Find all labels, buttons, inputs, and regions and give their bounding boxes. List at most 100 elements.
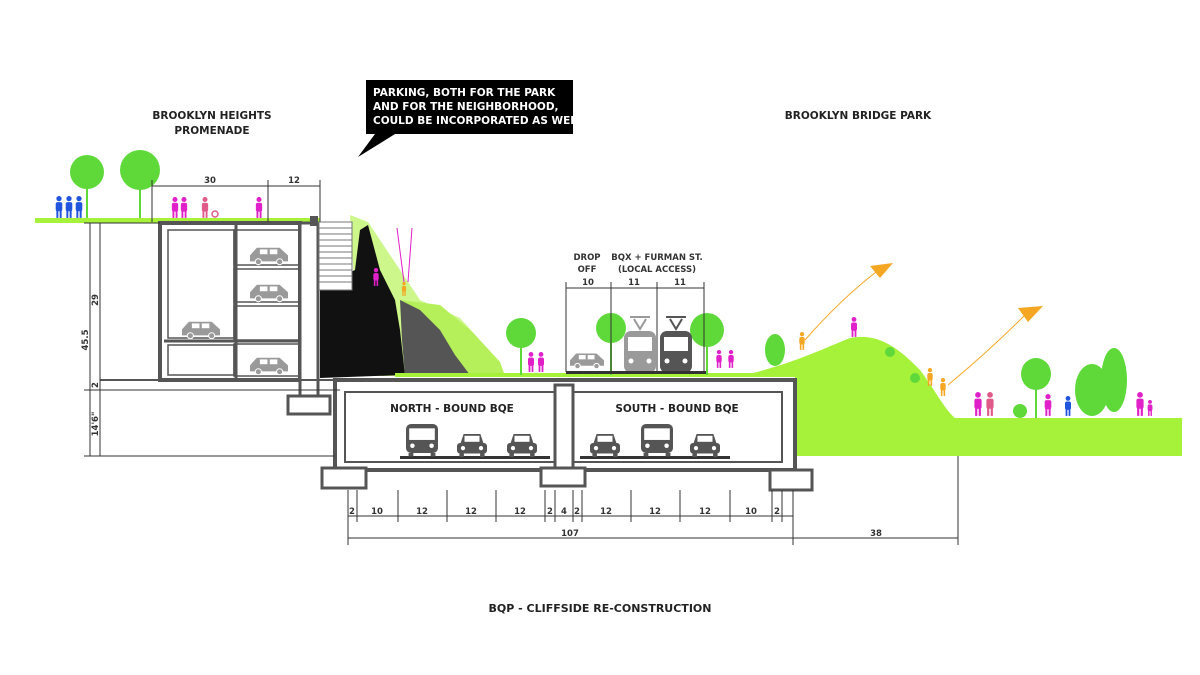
dim-bqx-11a: 11 <box>628 278 640 288</box>
car-garage-4 <box>250 357 288 376</box>
bqx-label-line-1: BQX + FURMAN ST. <box>611 253 703 263</box>
dim-lane-9: 12 <box>600 507 612 517</box>
car-south-1 <box>590 434 620 458</box>
dim-lane-6: 2 <box>547 507 553 517</box>
wall-footing <box>286 394 332 416</box>
bqx-label-line-2: (LOCAL ACCESS) <box>618 265 696 275</box>
person-elder-2 <box>986 392 994 416</box>
bush-1 <box>885 347 895 357</box>
stair-hatch <box>318 221 353 291</box>
person-hill-top <box>851 317 857 337</box>
park-label: BROOKLYN BRIDGE PARK <box>785 110 932 122</box>
dim-bqx-11b: 11 <box>674 278 686 288</box>
dim-lane-12: 10 <box>745 507 757 517</box>
promenade-label-line-1: BROOKLYN HEIGHTS <box>152 110 271 122</box>
person-child <box>1147 400 1153 416</box>
diagram-caption: BQP - CLIFFSIDE RE-CONSTRUCTION <box>489 602 712 615</box>
dim-lane-3: 12 <box>416 507 428 517</box>
bus-south <box>641 424 673 457</box>
callout-line-3: COULD BE INCORPORATED AS WELL <box>373 115 584 127</box>
dim-lane-5: 12 <box>514 507 526 517</box>
tunnel-vehicles <box>406 424 720 458</box>
stroller-icon <box>211 210 219 218</box>
swing-rope <box>396 227 405 283</box>
retaining-wall <box>298 221 320 400</box>
car-north-2 <box>507 434 537 458</box>
promenade-label-line-2: PROMENADE <box>174 125 249 137</box>
dim-vertical-2: 2 <box>91 382 101 388</box>
dim-lane-4: 12 <box>465 507 477 517</box>
person-wheelchair <box>1065 396 1071 416</box>
dimension-lines <box>84 180 959 545</box>
tree-park-right-3 <box>1101 348 1127 412</box>
bus-north <box>406 424 438 457</box>
person-kite-2 <box>927 368 933 386</box>
cliff <box>320 225 405 378</box>
car-south-2 <box>690 434 720 458</box>
person-blue-2 <box>65 196 73 218</box>
person-magenta-1 <box>171 197 179 218</box>
dim-promenade-12: 12 <box>288 176 300 186</box>
person-right-2 <box>1136 392 1144 416</box>
callout-line-1: PARKING, BOTH FOR THE PARK <box>373 87 556 99</box>
tree-hill-1 <box>765 334 785 366</box>
tree-park-right-2 <box>1075 364 1109 416</box>
car-garage-3 <box>182 321 220 340</box>
drop-off-label-line-2: OFF <box>578 265 597 275</box>
surface-roadway <box>566 371 706 374</box>
person-climber <box>373 268 379 286</box>
person-bike-1 <box>716 350 722 368</box>
surface-vehicles <box>566 316 706 374</box>
dim-drop-10: 10 <box>582 278 594 288</box>
dim-lane-2: 10 <box>371 507 383 517</box>
south-bound-label: SOUTH - BOUND BQE <box>615 403 738 415</box>
person-bike-2 <box>728 350 734 368</box>
park-deck-grass <box>395 373 795 377</box>
dim-right-38: 38 <box>870 529 882 539</box>
people-group <box>55 196 1153 416</box>
tree-promenade-1 <box>70 155 104 218</box>
swing-rope-2 <box>407 227 413 283</box>
car-garage-1 <box>250 247 288 266</box>
bqe-tunnel <box>320 378 814 492</box>
kite-2 <box>947 306 1043 386</box>
dim-lane-8: 2 <box>574 507 580 517</box>
promenade-railing <box>310 216 318 226</box>
dim-vertical-14-6: 14'6" <box>91 412 101 437</box>
cliff-rocks <box>400 300 470 376</box>
tree-promenade-2 <box>120 150 160 218</box>
person-kite-1 <box>799 332 805 350</box>
callout-line-2: AND FOR THE NEIGHBORHOOD, <box>373 101 559 113</box>
tree-park-right-1 <box>1021 358 1051 418</box>
dim-lane-13: 2 <box>774 507 780 517</box>
person-park-2 <box>538 352 544 372</box>
dim-total-107: 107 <box>561 529 579 539</box>
bqx-tram-1 <box>624 316 656 373</box>
person-elder-1 <box>974 392 982 416</box>
person-blue-3 <box>75 196 83 218</box>
dim-lane-11: 12 <box>699 507 711 517</box>
promenade-grass <box>35 218 320 223</box>
person-park-1 <box>528 352 534 372</box>
dim-lane-10: 12 <box>649 507 661 517</box>
dim-promenade-30: 30 <box>204 176 216 186</box>
person-magenta-3 <box>255 197 263 218</box>
parking-callout: PARKING, BOTH FOR THE PARK AND FOR THE N… <box>358 80 584 157</box>
person-magenta-2 <box>180 197 188 218</box>
person-right-1 <box>1044 394 1052 416</box>
car-garage-2 <box>250 284 288 303</box>
person-pink-stroller <box>201 197 209 218</box>
person-swing <box>401 282 407 296</box>
car-north-1 <box>457 434 487 458</box>
bush-3 <box>1013 404 1027 418</box>
person-blue-1 <box>55 196 63 218</box>
park-hill <box>740 336 1182 456</box>
dim-vertical-29: 29 <box>91 294 101 306</box>
tree-park-3 <box>690 313 724 375</box>
drop-off-label-line-1: DROP <box>573 253 600 263</box>
bush-2 <box>910 373 920 383</box>
drop-off-car <box>570 353 604 370</box>
north-bound-label: NORTH - BOUND BQE <box>390 403 514 415</box>
dim-lane-1: 2 <box>349 507 355 517</box>
